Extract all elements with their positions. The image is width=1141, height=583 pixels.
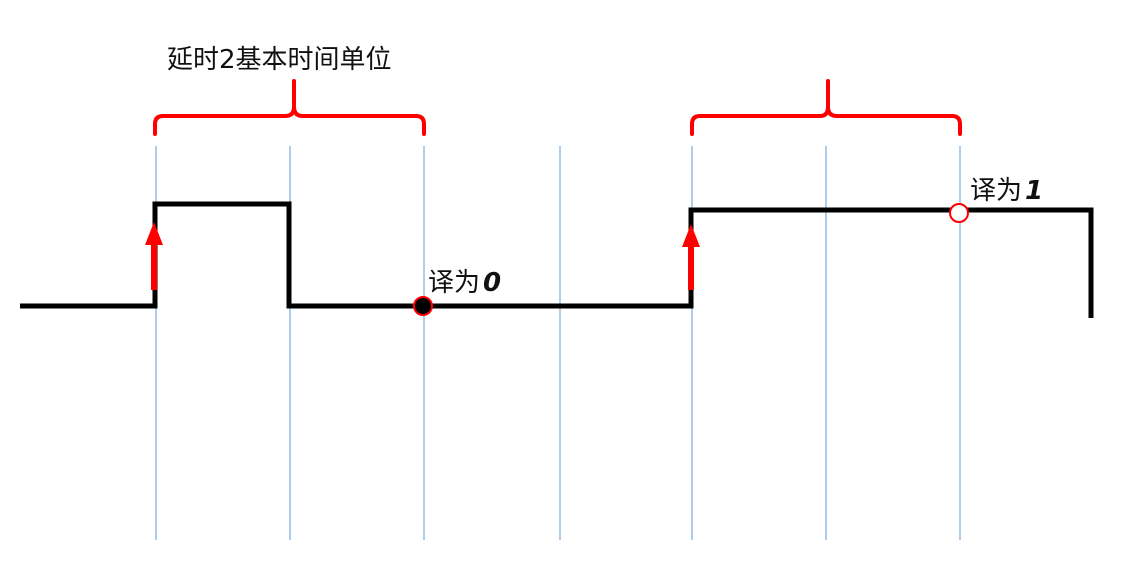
rising-edge-arrow-2 bbox=[682, 224, 700, 290]
rising-edge-arrow-1 bbox=[145, 222, 163, 290]
decode-zero-prefix: 译为 bbox=[428, 268, 480, 298]
signal-waveform bbox=[20, 201, 1094, 318]
decode-one-prefix: 译为 bbox=[970, 176, 1022, 206]
sample-point-zero bbox=[413, 296, 433, 316]
sample-point-one bbox=[949, 203, 969, 223]
delay-brace-1 bbox=[153, 79, 426, 136]
decode-zero-value: 0 bbox=[483, 268, 501, 298]
decode-one-value: 1 bbox=[1025, 176, 1043, 206]
delay-brace-2 bbox=[690, 79, 962, 136]
delay-label: 延时2基本时间单位 bbox=[167, 45, 392, 75]
